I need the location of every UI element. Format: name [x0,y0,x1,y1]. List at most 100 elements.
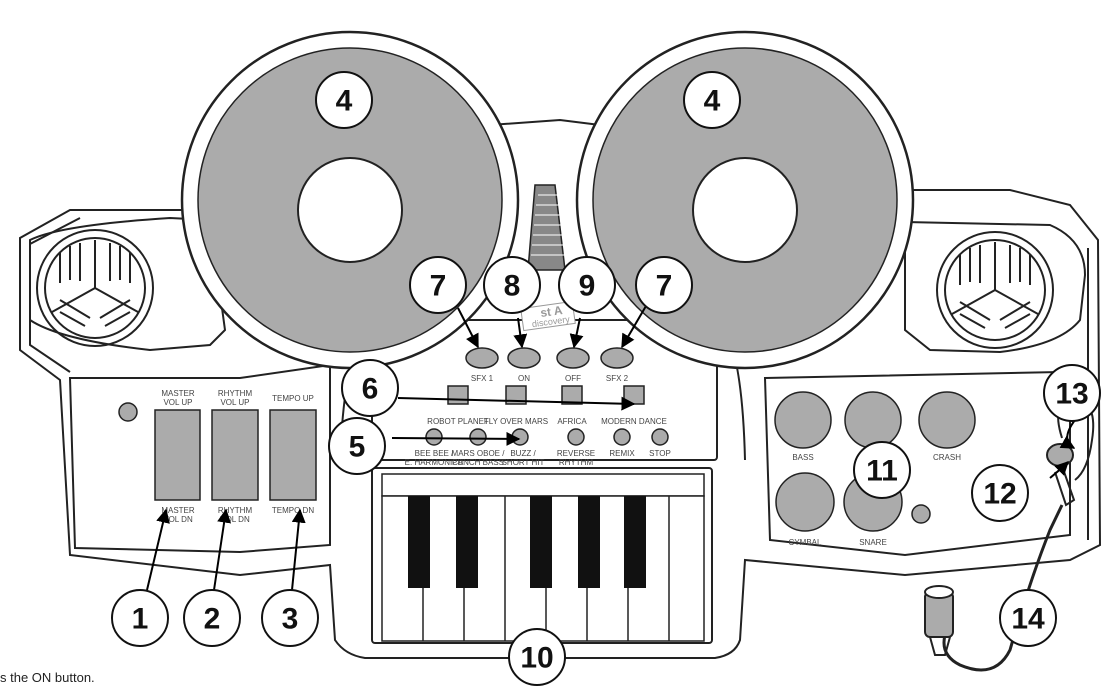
center-grille [527,184,566,271]
svg-text:VOL DN: VOL DN [163,515,193,524]
svg-text:st A: st A [539,303,563,320]
callout-11: 11 [853,441,911,499]
earpiece [1046,443,1074,467]
svg-text:MASTER: MASTER [161,506,195,515]
drum-pad-crash[interactable] [918,391,976,449]
callout-12: 12 [971,464,1029,522]
song-button-robot-planet[interactable] [447,385,469,405]
callout-6: 6 [341,359,399,417]
rhythm-volume-button[interactable] [211,409,259,501]
svg-text:RHYTHM: RHYTHM [218,389,253,398]
sound-button-6[interactable] [651,428,669,446]
sfx2-button[interactable] [600,347,634,369]
svg-text:REVERSE: REVERSE [557,449,595,458]
callout-13: 13 [1043,364,1101,422]
right-speaker [936,231,1054,349]
off-button[interactable] [556,347,590,369]
svg-text:VOL UP: VOL UP [163,398,192,407]
svg-text:8: 8 [504,270,521,303]
svg-text:9: 9 [579,270,596,303]
sound-button-4[interactable] [567,428,585,446]
callout-10: 10 [508,628,566,686]
svg-text:BUZZ /: BUZZ / [510,449,536,458]
svg-text:PUNCH BASS: PUNCH BASS [452,458,504,467]
song-button-africa[interactable] [561,385,583,405]
drum-pad-cymbal[interactable] [775,472,835,532]
svg-text:TEMPO DN: TEMPO DN [272,506,314,515]
svg-text:SFX 1: SFX 1 [471,374,494,383]
svg-text:2: 2 [204,603,221,636]
callout-5: 5 [328,417,386,475]
sound-button-2[interactable] [469,428,487,446]
svg-text:7: 7 [430,270,447,303]
svg-text:4: 4 [704,85,721,118]
callout-4-right: 4 [683,71,741,129]
master-volume-button[interactable] [154,409,201,501]
svg-text:ROBOT PLANET: ROBOT PLANET [427,417,489,426]
svg-text:1: 1 [132,603,149,636]
svg-text:CRASH: CRASH [933,453,961,462]
on-button[interactable] [507,347,541,369]
svg-text:ON: ON [518,374,530,383]
svg-text:6: 6 [362,373,379,406]
sound-button-1[interactable] [425,428,443,446]
headset-microphone [924,396,1095,672]
svg-text:SNARE: SNARE [859,538,887,547]
caption-text: s the ON button. [0,670,95,685]
svg-text:REMIX: REMIX [609,449,635,458]
svg-text:CYMBAL: CYMBAL [789,538,822,547]
led-indicator [118,402,138,422]
svg-text:3: 3 [282,603,299,636]
right-turntable[interactable] [575,30,915,370]
drum-pad-bass[interactable] [774,391,832,449]
svg-text:11: 11 [866,455,898,488]
svg-text:SHORT HIT: SHORT HIT [502,458,545,467]
sound-button-3[interactable] [511,428,529,446]
song-button-modern-dance[interactable] [623,385,645,405]
svg-text:OFF: OFF [565,374,581,383]
sfx1-button[interactable] [465,347,499,369]
svg-text:TEMPO UP: TEMPO UP [272,394,314,403]
left-speaker [36,229,154,347]
svg-text:E. HARMONICA: E. HARMONICA [405,458,464,467]
callout-7-left: 7 [409,256,467,314]
tempo-button[interactable] [269,409,317,501]
svg-text:7: 7 [656,270,673,303]
svg-text:SFX 2: SFX 2 [606,374,629,383]
callout-1: 1 [111,589,169,647]
svg-text:BASS: BASS [792,453,813,462]
callout-arrows [146,305,1076,591]
svg-text:5: 5 [349,431,366,464]
svg-text:RHYTHM: RHYTHM [559,458,594,467]
svg-text:AFRICA: AFRICA [557,417,587,426]
callout-9: 9 [558,256,616,314]
svg-text:MODERN DANCE: MODERN DANCE [601,417,667,426]
svg-text:MASTER: MASTER [161,389,195,398]
callout-3: 3 [261,589,319,647]
center-control-panel: SFX 1 ON OFF SFX 2 ROBOT PLANET FLY OVER… [405,347,671,467]
callout-2: 2 [183,589,241,647]
callout-4-left: 4 [315,71,373,129]
svg-text:RHYTHM: RHYTHM [218,506,253,515]
svg-text:STOP: STOP [649,449,671,458]
svg-text:4: 4 [336,85,353,118]
left-control-panel: MASTER VOL UP MASTER VOL DN RHYTHM VOL U… [118,389,317,524]
piano-keyboard[interactable] [371,467,713,644]
svg-text:VOL DN: VOL DN [220,515,250,524]
callout-7-right: 7 [635,256,693,314]
svg-text:BEE BEE /: BEE BEE / [415,449,454,458]
sound-button-5[interactable] [613,428,631,446]
svg-text:VOL UP: VOL UP [220,398,249,407]
callout-8: 8 [483,256,541,314]
drum-pad-small[interactable] [911,504,931,524]
svg-text:10: 10 [520,642,553,675]
callout-14: 14 [999,589,1057,647]
svg-text:12: 12 [983,478,1016,511]
svg-text:14: 14 [1011,603,1045,636]
svg-text:13: 13 [1055,378,1088,411]
svg-text:FLY OVER MARS: FLY OVER MARS [484,417,548,426]
song-button-fly-over-mars[interactable] [505,385,527,405]
drum-pad-2[interactable] [844,391,902,449]
svg-text:MARS OBOE /: MARS OBOE / [452,449,506,458]
